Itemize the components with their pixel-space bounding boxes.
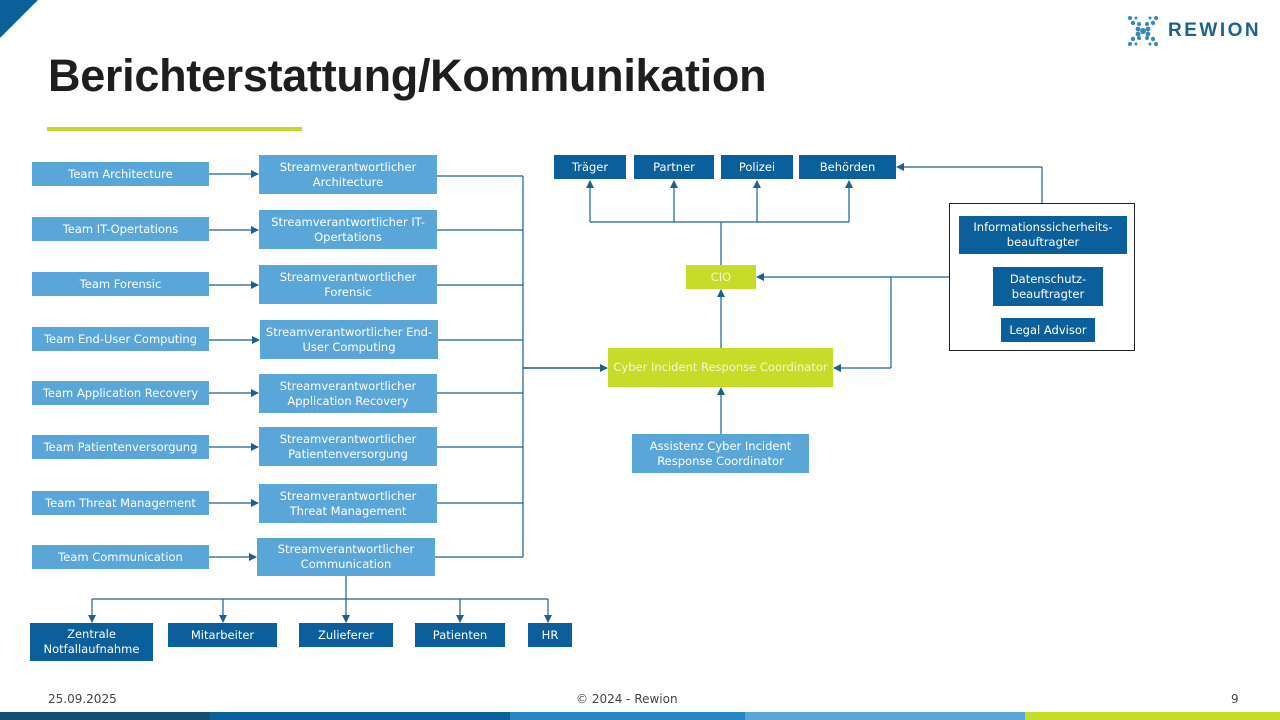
external-traeger: Träger (554, 155, 626, 179)
rewion-logo: REWION (1126, 14, 1261, 48)
external-polizei: Polizei (721, 155, 793, 179)
footer-bar-segment (210, 712, 510, 720)
footer-bar-segment (1025, 712, 1280, 720)
advisor-informationssicherheit: Informationssicherheits-beauftragter (959, 216, 1127, 254)
advisor-datenschutz: Datenschutz-beauftragter (993, 267, 1103, 306)
stream-patientenversorgung: Streamverantwortlicher Patientenversorgu… (259, 427, 437, 466)
stream-end-user-computing: Streamverantwortlicher End-User Computin… (260, 320, 438, 359)
footer-bar-segment (510, 712, 745, 720)
advisor-legal: Legal Advisor (1001, 318, 1095, 342)
target-mitarbeiter: Mitarbeiter (168, 623, 277, 647)
team-architecture: Team Architecture (32, 162, 209, 186)
footer-bar-segment (0, 712, 210, 720)
stream-application-recovery: Streamverantwortlicher Application Recov… (259, 374, 437, 413)
target-hr: HR (528, 623, 572, 647)
coordinator-box: Cyber Incident Response Coordinator (608, 348, 833, 387)
stream-forensic: Streamverantwortlicher Forensic (259, 265, 437, 304)
team-forensic: Team Forensic (32, 272, 209, 296)
team-application-recovery: Team Application Recovery (32, 381, 209, 405)
page-title: Berichterstattung/Kommunikation (48, 50, 767, 101)
footer-bar-segment (745, 712, 1025, 720)
team-threat-management: Team Threat Management (32, 491, 209, 515)
cio-box: CIO (686, 265, 756, 289)
footer-date: 25.09.2025 (48, 692, 117, 706)
assistant-box: Assistenz Cyber Incident Response Coordi… (632, 434, 809, 473)
footer-copyright: © 2024 - Rewion (576, 692, 678, 706)
stream-communication: Streamverantwortlicher Communication (257, 538, 435, 576)
logo-text: REWION (1168, 20, 1262, 41)
advisors-group (949, 203, 1135, 351)
team-it-operations: Team IT-Opertations (32, 217, 209, 241)
external-behoerden: Behörden (799, 155, 896, 179)
target-zulieferer: Zulieferer (299, 623, 393, 647)
stream-threat-management: Streamverantwortlicher Threat Management (259, 484, 437, 523)
footer-page-number: 9 (1231, 692, 1239, 706)
target-zentrale-notfallaufnahme: Zentrale Notfallaufnahme (30, 623, 153, 661)
title-underline (47, 127, 302, 131)
corner-accent (0, 0, 38, 38)
stream-architecture: Streamverantwortlicher Architecture (259, 155, 437, 194)
team-patientenversorgung: Team Patientenversorgung (32, 435, 209, 459)
rewion-x-logo-icon (1126, 14, 1160, 48)
team-communication: Team Communication (32, 545, 209, 569)
external-partner: Partner (634, 155, 714, 179)
stream-it-operations: Streamverantwortlicher IT-Opertations (259, 210, 437, 249)
team-end-user-computing: Team End-User Computing (32, 327, 209, 351)
target-patienten: Patienten (415, 623, 505, 647)
